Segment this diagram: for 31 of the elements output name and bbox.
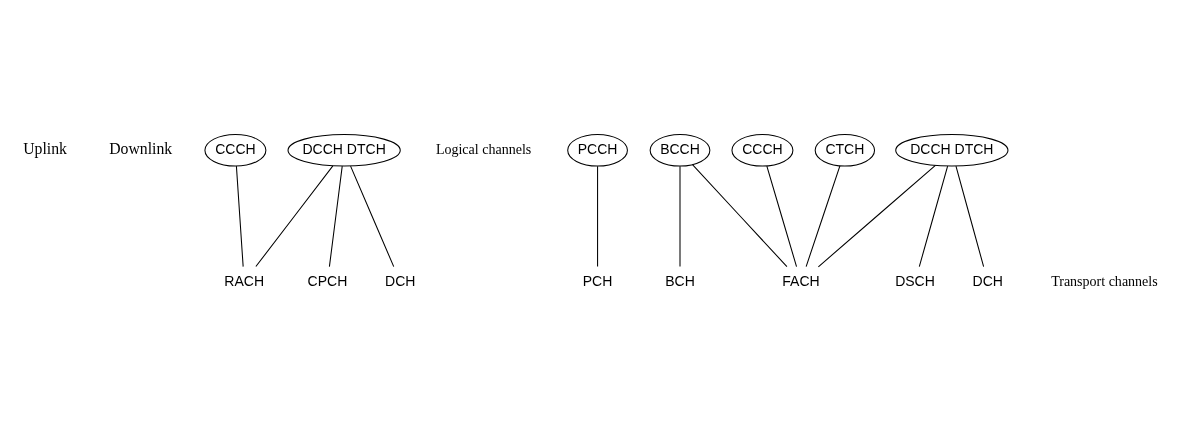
connector <box>918 165 949 268</box>
label: Transport channels <box>1051 273 1158 290</box>
node-ellipse: CCCH <box>204 134 267 167</box>
node-ellipse: CCCH <box>731 134 794 167</box>
node-text: CPCH <box>307 273 348 290</box>
node-ellipse: PCCH <box>567 134 628 167</box>
connector <box>350 165 395 268</box>
label: Uplink <box>23 140 68 158</box>
label: Downlink <box>109 140 173 158</box>
connector <box>235 165 244 268</box>
connector <box>597 165 599 268</box>
node-text: RACH <box>224 273 265 290</box>
connector <box>328 165 343 268</box>
node-text: DSCH <box>895 273 935 290</box>
node-text: DCH <box>385 273 416 290</box>
node-ellipse: DCCH DTCH <box>287 134 401 167</box>
connector <box>679 165 681 268</box>
connector <box>691 164 788 268</box>
connector <box>766 165 798 268</box>
node-ellipse: BCCH <box>649 134 711 167</box>
node-text: DCH <box>972 273 1003 290</box>
node-ellipse: DCCH DTCH <box>895 134 1009 167</box>
connector <box>805 165 841 268</box>
node-ellipse: CTCH <box>814 134 876 167</box>
node-text: PCH <box>582 273 613 290</box>
node-text: FACH <box>782 273 820 290</box>
node-text: BCH <box>665 273 695 290</box>
connector <box>955 165 985 268</box>
connector <box>255 165 334 268</box>
label: Logical channels <box>435 140 532 157</box>
connector <box>817 164 936 268</box>
